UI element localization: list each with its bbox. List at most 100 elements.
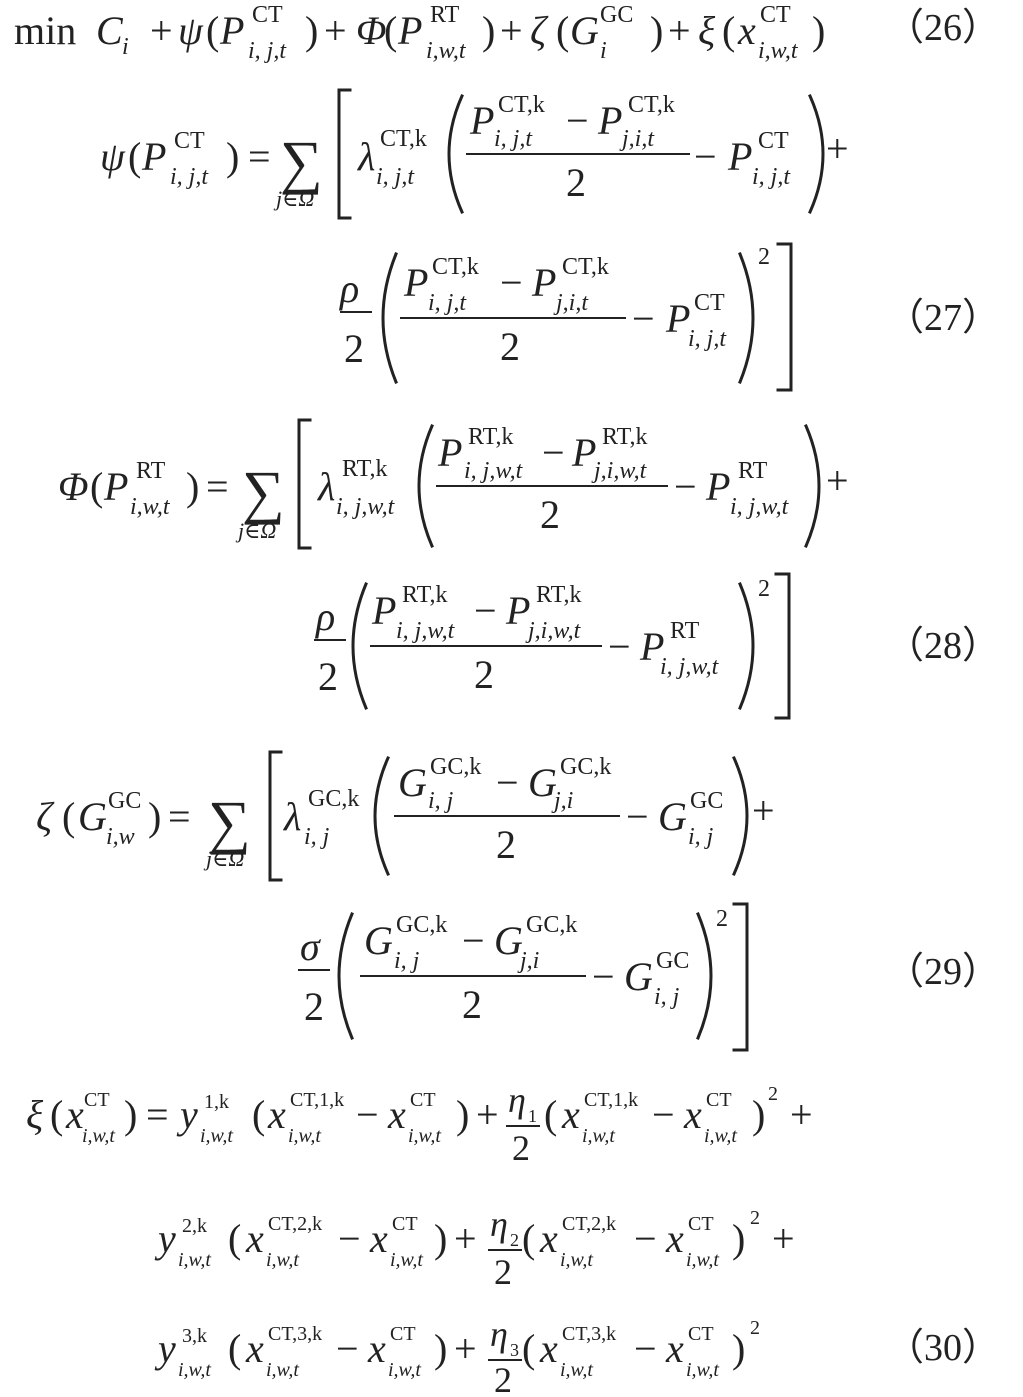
- iwt-subscript: i,w,t: [560, 1359, 593, 1381]
- minus-sign: −: [634, 1216, 657, 1261]
- ct-superscript: CT: [688, 1213, 714, 1235]
- summation-symbol: ∑: [242, 459, 285, 525]
- plus-sign: +: [500, 8, 523, 53]
- ijwt-subscript: i, j,w,t: [660, 654, 720, 680]
- equation-29: ζ ( G GC i,w ) = ∑ j∈Ω λ GC,k i, j G GC,…: [36, 750, 1000, 1052]
- right-bracket: [776, 242, 793, 392]
- plus-sign: +: [476, 1092, 499, 1137]
- ct1k-superscript: CT,1,k: [290, 1089, 344, 1111]
- paren-open: (: [556, 8, 569, 53]
- ct2k-superscript: CT,2,k: [562, 1213, 616, 1235]
- ct-superscript: CT: [688, 1323, 714, 1345]
- left-bracket: [337, 88, 352, 220]
- x-symbol: x: [539, 1326, 558, 1371]
- left-bracket: [268, 750, 283, 882]
- power-symbol: P: [141, 134, 166, 179]
- denominator: 2: [318, 654, 338, 699]
- gc-symbol: G: [570, 8, 599, 53]
- rt-superscript: RT: [136, 458, 166, 484]
- equation-number: （30）: [886, 1327, 1000, 1369]
- gc-symbol: G: [78, 794, 107, 839]
- minus-sign: −: [632, 296, 655, 341]
- minus-sign: −: [626, 794, 649, 839]
- rtk-superscript: RT,k: [342, 456, 387, 482]
- eta-symbol: η: [490, 1204, 508, 1244]
- eta-subscript: 3: [510, 1340, 519, 1360]
- iwt-subscript: i,w,t: [560, 1249, 593, 1271]
- ctk-superscript: CT,k: [562, 254, 609, 280]
- paren-close: ): [650, 8, 663, 53]
- ijt-subscript: i, j,t: [376, 164, 415, 190]
- minus-sign: −: [566, 98, 589, 143]
- cost-subscript: i: [122, 34, 129, 60]
- minus-sign: −: [462, 918, 485, 963]
- gc-symbol: G: [364, 918, 393, 963]
- minus-sign: −: [356, 1092, 379, 1137]
- paren-open: (: [228, 1216, 241, 1261]
- plus-sign: +: [150, 8, 173, 53]
- equals-sign: =: [206, 464, 229, 509]
- left-paren: [351, 582, 368, 710]
- ijwt-subscript: i, j,w,t: [336, 494, 396, 520]
- paren-open: (: [384, 8, 397, 53]
- rt-superscript: RT: [430, 2, 460, 28]
- paren-close: ): [434, 1326, 447, 1371]
- ct2k-superscript: CT,2,k: [268, 1213, 322, 1235]
- ct-superscript: CT: [252, 2, 283, 28]
- plus-sign: +: [826, 126, 849, 171]
- iwt-subscript: i,w,t: [388, 1359, 421, 1381]
- summation-symbol: ∑: [208, 789, 251, 855]
- plus-sign: +: [790, 1092, 813, 1137]
- ctk-superscript: CT,k: [498, 92, 545, 118]
- power-symbol: P: [727, 134, 752, 179]
- x-symbol: x: [665, 1216, 684, 1261]
- x-symbol: x: [367, 1326, 386, 1371]
- paren-open: (: [62, 794, 75, 839]
- plus-sign: +: [454, 1326, 477, 1371]
- ctk-superscript: CT,k: [628, 92, 675, 118]
- phi-symbol: Φ: [356, 8, 386, 53]
- paren-close: ): [752, 1092, 765, 1137]
- iwt-subscript: i,w,t: [704, 1125, 737, 1147]
- ct3k-superscript: CT,3,k: [268, 1323, 322, 1345]
- paren-open: (: [522, 1216, 535, 1261]
- iwt-subscript: i,w,t: [686, 1249, 719, 1271]
- lambda-symbol: λ: [283, 794, 301, 839]
- phi-symbol: Φ: [58, 464, 88, 509]
- denominator: 2: [540, 492, 560, 537]
- right-bracket: [732, 902, 749, 1052]
- paren-close: ): [186, 464, 199, 509]
- gc-symbol: G: [624, 954, 653, 999]
- right-paren: [738, 582, 755, 710]
- minus-sign: −: [608, 624, 631, 669]
- i-subscript: i: [600, 38, 607, 64]
- ij-subscript: i, j: [688, 824, 714, 850]
- x-symbol: x: [245, 1216, 264, 1261]
- iwt-subscript: i,w,t: [82, 1125, 115, 1147]
- denominator: 2: [496, 822, 516, 867]
- eta-subscript: 2: [510, 1230, 519, 1250]
- paren-open: (: [722, 8, 735, 53]
- paren-open: (: [228, 1326, 241, 1371]
- minus-sign: −: [336, 1326, 359, 1371]
- paren-close: ): [124, 1092, 137, 1137]
- ct-superscript: CT: [410, 1089, 436, 1111]
- power-symbol: P: [371, 588, 396, 633]
- paren-close: ): [148, 794, 161, 839]
- right-paren: [808, 94, 825, 214]
- y1k-superscript: 1,k: [204, 1091, 229, 1113]
- minus-sign: −: [542, 430, 565, 475]
- rtk-superscript: RT,k: [536, 582, 581, 608]
- denominator: 2: [494, 1252, 512, 1292]
- left-paren: [447, 94, 464, 214]
- iwt-subscript: i,w,t: [758, 38, 799, 64]
- rt-superscript: RT: [738, 458, 768, 484]
- right-paren: [804, 424, 821, 548]
- rtk-superscript: RT,k: [468, 424, 513, 450]
- jit-subscript: j,i,t: [619, 126, 655, 152]
- right-paren: [696, 912, 713, 1040]
- y-symbol: y: [154, 1216, 176, 1261]
- power-symbol: P: [219, 8, 244, 53]
- right-bracket: [774, 572, 791, 720]
- left-paren: [373, 756, 390, 876]
